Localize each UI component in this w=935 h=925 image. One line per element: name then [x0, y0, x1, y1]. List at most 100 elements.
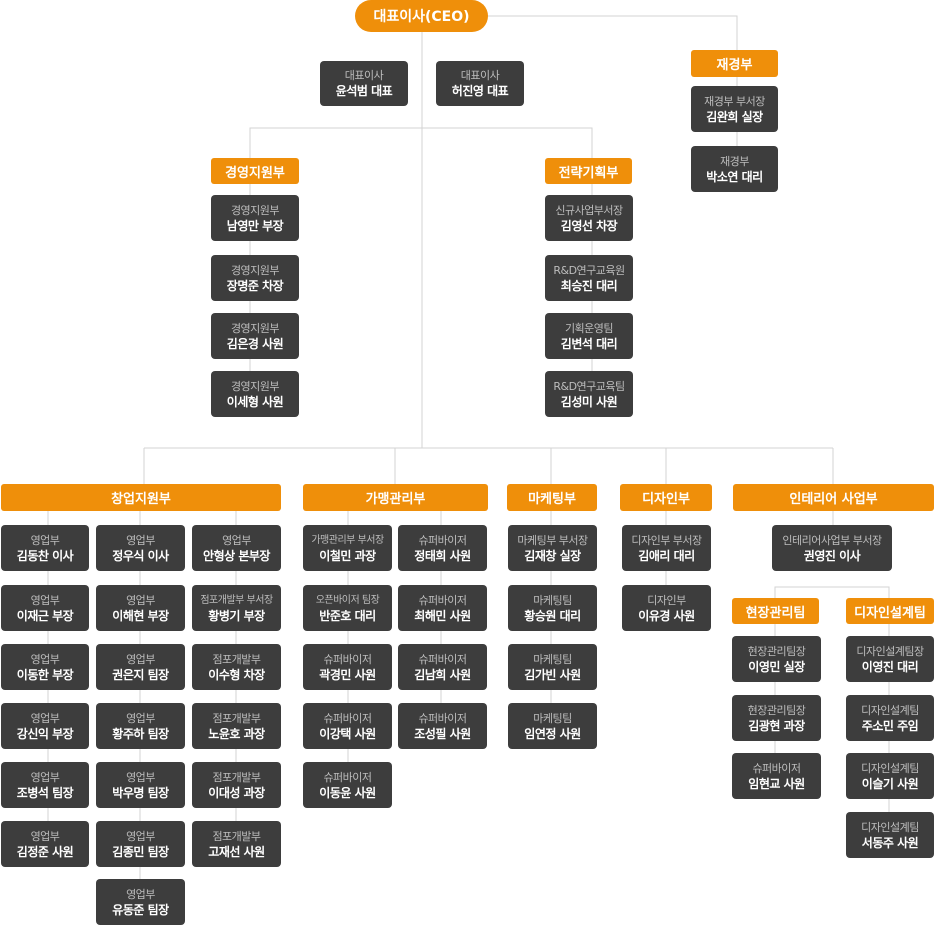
dept-header-design: 디자인부: [620, 484, 712, 511]
role-label: 대표이사: [460, 69, 500, 82]
member-card: 슈퍼바이저 최해민 사원: [398, 585, 487, 631]
person-name: 황주하 팀장: [112, 726, 169, 741]
member-card: 영업부 정우식 이사: [96, 525, 185, 571]
dept-header-management: 경영지원부: [211, 158, 299, 184]
person-name: 권은지 팀장: [112, 667, 169, 682]
person-name: 주소민 주임: [861, 718, 919, 733]
person-name: 이동윤 사원: [319, 785, 376, 800]
person-name: 김재창 실장: [524, 548, 581, 563]
person-name: 노윤호 과장: [208, 726, 265, 741]
person-name: 이해현 부장: [112, 608, 169, 623]
member-card: 마케팅부 부서장 김재창 실장: [508, 525, 597, 571]
role-label: 슈퍼바이저: [418, 593, 467, 607]
member-card: 슈퍼바이저 조성필 사원: [398, 703, 487, 749]
person-name: 이슬기 사원: [861, 776, 919, 791]
role-label: 마케팅팀: [533, 593, 572, 607]
member-card: 슈퍼바이저 이강택 사원: [303, 703, 392, 749]
member-card: 마케팅팀 황승원 대리: [508, 585, 597, 631]
member-card: 영업부 김정준 사원: [1, 821, 89, 867]
member-card: 슈퍼바이저 이동윤 사원: [303, 762, 392, 808]
person-name: 이재근 부장: [16, 608, 74, 623]
member-card: 마케팅팀 임연정 사원: [508, 703, 597, 749]
member-card: 영업부 황주하 팀장: [96, 703, 185, 749]
member-card: 영업부 안형상 본부장: [192, 525, 281, 571]
person-name: 조병석 팀장: [16, 785, 74, 800]
member-card: 점포개발부 고재선 사원: [192, 821, 281, 867]
person-name: 박소연 대리: [706, 169, 763, 184]
role-label: 영업부: [126, 593, 155, 607]
role-label: 인테리어사업부 부서장: [782, 533, 882, 547]
member-card: 경영지원부 이세형 사원: [211, 371, 299, 417]
person-name: 이철민 과장: [319, 548, 376, 563]
member-card: 디자인부 이유경 사원: [622, 585, 711, 631]
role-label: 디자인설계팀장: [856, 644, 924, 658]
team-header-design: 디자인설계팀: [846, 598, 934, 624]
role-label: 영업부: [30, 770, 60, 784]
role-label: R&D연구교육원: [553, 263, 625, 277]
team-header-site: 현장관리팀: [732, 598, 819, 624]
member-card: 영업부 이재근 부장: [1, 585, 89, 631]
person-name: 이동한 부장: [16, 667, 74, 682]
role-label: 신규사업부서장: [555, 203, 623, 217]
member-card: 영업부 권은지 팀장: [96, 644, 185, 690]
member-card: 기획운영팀 김변석 대리: [545, 313, 633, 359]
role-label: 대표이사: [344, 69, 384, 82]
role-label: 디자인설계팀: [861, 761, 919, 775]
person-name: 임현교 사원: [748, 776, 805, 791]
person-name: 유동준 팀장: [112, 902, 169, 917]
member-card: 영업부 조병석 팀장: [1, 762, 89, 808]
member-card: 점포개발부 부서장 황병기 부장: [192, 585, 281, 631]
member-card: 경영지원부 김은경 사원: [211, 313, 299, 359]
executive-card: 대표이사 허진영 대표: [436, 61, 524, 106]
person-name: 김종민 팀장: [112, 844, 169, 859]
person-name: 김변석 대리: [560, 336, 618, 351]
member-card: 디자인부 부서장 김애리 대리: [622, 525, 711, 571]
member-card: 신규사업부서장 김영선 차장: [545, 195, 633, 241]
role-label: 경영지원부: [230, 263, 280, 277]
member-card: 경영지원부 장명준 차장: [211, 255, 299, 301]
person-name: 고재선 사원: [208, 844, 265, 859]
person-name: 박우명 팀장: [112, 785, 169, 800]
role-label: 디자인부 부서장: [631, 533, 702, 547]
person-name: 반준호 대리: [319, 608, 376, 623]
member-card: 디자인설계팀장 이영진 대리: [846, 636, 934, 682]
member-card: 슈퍼바이저 김남희 사원: [398, 644, 487, 690]
member-card: R&D연구교육팀 김성미 사원: [545, 371, 633, 417]
role-label: 영업부: [126, 533, 155, 547]
member-card: R&D연구교육원 최승진 대리: [545, 255, 633, 301]
member-card: 현장관리팀장 이영민 실장: [732, 636, 821, 682]
person-name: 김은경 사원: [226, 336, 284, 351]
person-name: 황병기 부장: [208, 608, 265, 623]
member-card: 디자인설계팀 서동주 사원: [846, 812, 934, 858]
person-name: 장명준 차장: [226, 278, 284, 293]
person-name: 이강택 사원: [319, 726, 376, 741]
role-label: 디자인설계팀: [861, 820, 919, 834]
role-label: 영업부: [222, 533, 251, 547]
role-label: 경영지원부: [230, 321, 280, 335]
person-name: 서동주 사원: [861, 835, 919, 850]
role-label: 디자인부: [647, 593, 686, 607]
member-card: 슈퍼바이저 임현교 사원: [732, 753, 821, 799]
role-label: 슈퍼바이저: [418, 533, 467, 547]
member-card: 슈퍼바이저 정태희 사원: [398, 525, 487, 571]
member-card: 영업부 유동준 팀장: [96, 879, 185, 925]
person-name: 이영진 대리: [861, 659, 919, 674]
person-name: 김동찬 이사: [16, 548, 74, 563]
person-name: 임연정 사원: [524, 726, 581, 741]
person-name: 김정준 사원: [16, 844, 74, 859]
member-card: 슈퍼바이저 곽경민 사원: [303, 644, 392, 690]
role-label: 영업부: [126, 652, 155, 666]
role-label: 슈퍼바이저: [323, 711, 372, 725]
role-label: 경영지원부: [230, 203, 280, 217]
role-label: 현장관리팀장: [747, 703, 806, 717]
member-card: 현장관리팀장 김광현 과장: [732, 695, 821, 741]
member-card: 영업부 강신익 부장: [1, 703, 89, 749]
person-name: 김애리 대리: [638, 548, 695, 563]
person-name: 김남희 사원: [414, 667, 471, 682]
role-label: 재경부 부서장: [704, 94, 765, 108]
dept-header-strategy: 전략기획부: [545, 158, 632, 184]
person-name: 이대성 과장: [208, 785, 265, 800]
member-card: 가맹관리부 부서장 이철민 과장: [303, 525, 392, 571]
member-card: 재경부 부서장 김완희 실장: [691, 86, 778, 132]
